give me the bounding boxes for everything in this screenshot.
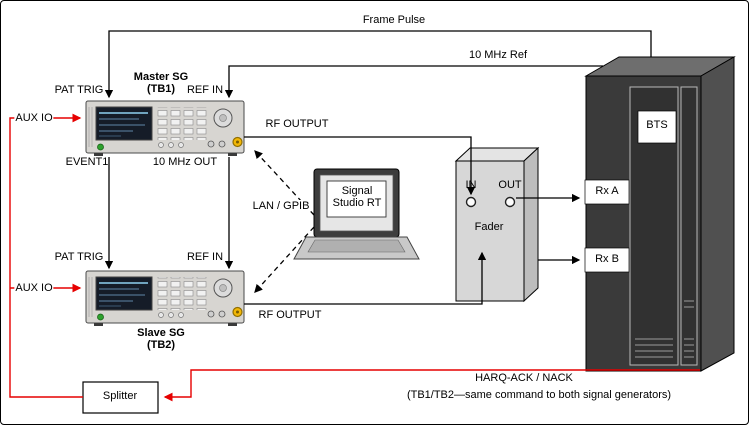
instrument-display xyxy=(95,106,153,141)
fader-in-port xyxy=(465,196,477,208)
lan-gpib-lower-line xyxy=(254,226,315,293)
ref-10mhz-label: 10 MHz Ref xyxy=(468,49,528,61)
harq-label: HARQ-ACK / NACK xyxy=(475,372,573,384)
instrument-display xyxy=(95,276,153,311)
slave-sg-unit: (TB2) xyxy=(146,339,176,351)
instrument-keypad xyxy=(157,107,208,140)
slave-ref-in-label: REF IN xyxy=(186,251,224,263)
mhz-out-label: 10 MHz OUT xyxy=(152,156,218,168)
lan-gpib-upper-line xyxy=(254,150,315,216)
bts-rack xyxy=(584,56,736,372)
rx-b-plate xyxy=(584,247,630,273)
master-pat-trig-label: PAT TRIG xyxy=(54,84,104,96)
laptop-app-window xyxy=(326,180,387,218)
harq-note-label: (TB1/TB2—same command to both signal gen… xyxy=(406,389,672,401)
fader-out-port xyxy=(504,196,516,208)
event1-label: EVENT1 xyxy=(65,156,109,168)
power-button xyxy=(97,313,104,321)
slave-rf-output-line xyxy=(244,251,487,305)
master-rf-output-label: RF OUTPUT xyxy=(265,118,329,130)
fader-in-label: IN xyxy=(465,179,477,191)
slave-sg-instrument xyxy=(85,270,245,326)
fader-label: Fader xyxy=(474,221,504,233)
bts-label: BTS xyxy=(646,119,668,131)
rx-b-label: Rx B xyxy=(595,253,619,265)
master-sg-unit: (TB1) xyxy=(146,83,176,95)
frame-pulse-line xyxy=(104,30,652,99)
ref-10mhz-line xyxy=(224,65,603,99)
signal-studio-line2: Studio RT xyxy=(332,197,382,209)
instrument-keypad xyxy=(157,277,208,310)
fader-out-label: OUT xyxy=(498,179,522,191)
master-rf-output-line xyxy=(244,136,476,196)
splitter-box xyxy=(82,381,159,414)
signal-studio-line1: Signal xyxy=(341,185,373,197)
master-sg-name: Master SG xyxy=(133,71,189,83)
rack-vent-slots xyxy=(635,300,694,358)
power-button xyxy=(97,143,104,151)
bts-name-plate xyxy=(637,110,677,144)
slave-sg-name: Slave SG xyxy=(137,327,185,339)
slave-aux-io-label: AUX IO xyxy=(14,282,54,294)
slave-rf-output-label: RF OUTPUT xyxy=(258,309,322,321)
fader-box xyxy=(454,146,540,303)
harq-feedback-line xyxy=(163,369,700,402)
splitter-label: Splitter xyxy=(102,390,138,402)
rx-a-plate xyxy=(584,179,630,205)
slave-pat-trig-label: PAT TRIG xyxy=(54,251,104,263)
master-aux-io-label: AUX IO xyxy=(14,112,54,124)
master-ref-in-label: REF IN xyxy=(186,84,224,96)
lan-gpib-label: LAN / GPIB xyxy=(251,200,311,212)
frame-pulse-label: Frame Pulse xyxy=(362,14,426,26)
rx-a-label: Rx A xyxy=(595,185,619,197)
rack-panel-narrow xyxy=(680,86,698,366)
laptop xyxy=(293,168,420,260)
master-sg-instrument xyxy=(85,100,245,156)
